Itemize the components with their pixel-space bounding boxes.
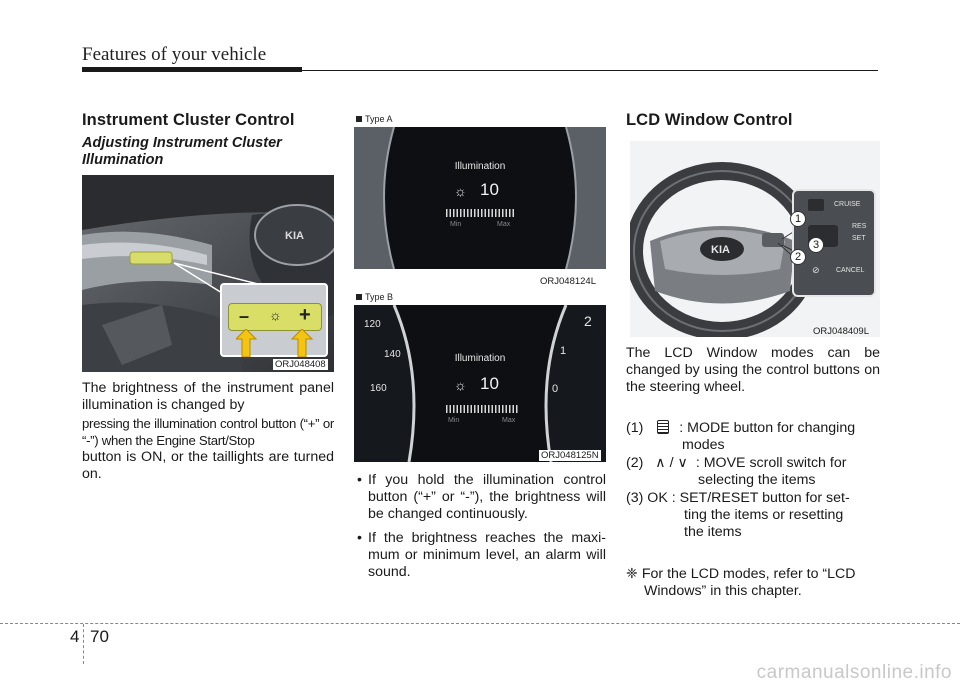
illumination-icon: ☼ [454,183,467,199]
item-description-cont: modes [682,437,725,454]
callout-1: 1 [790,211,806,227]
note-icon: ❈ [626,566,638,582]
note-text: For the LCD modes, refer to “LCD [641,566,856,582]
item-description-cont: ting the items or resetting [684,507,844,524]
plus-button-label: + [299,304,311,326]
note: ❈ For the LCD modes, refer to “LCD Windo… [626,566,880,600]
section-title: Features of your vehicle [82,44,267,65]
definition-item-1: (1) : MODE button for changing modes [626,420,880,454]
cluster-type-a-frame [354,127,606,269]
kia-logo-left: KIA [285,230,304,242]
mode-button-icon [657,420,670,434]
item-description: : SET/RESET button for set- [671,490,850,506]
arrow-up-icon [290,329,314,357]
minus-button-label: – [239,306,250,326]
illumination-level-bar [446,405,518,413]
watermark: carmanualsonline.info [756,662,952,683]
cluster-type-a-figure: Illumination ☼ 10 Min Max [354,127,606,269]
bullet-item: If you hold the illumination control but… [354,472,606,524]
push-arrows [236,329,314,357]
display-min-label: Min [448,417,460,424]
cruise-label: CRUISE [834,201,861,208]
display-value: 10 [480,180,499,199]
gauge-tick: 120 [364,319,381,330]
zoom-inset: – ☼ + [220,283,328,357]
illumination-icon: ☼ [454,377,467,393]
mode-button[interactable] [808,199,824,211]
bullet-list: If you hold the illumination control but… [354,472,606,587]
display-title: Illumination [454,161,506,172]
item-description: : MODE button for changing [679,420,856,436]
control-buttons-inset: CRUISE RES SET ⊘ CANCEL [792,189,876,297]
footer-rule [0,623,960,624]
scroll-switch-symbol: ∧ / ∨ [655,455,688,471]
header-rule [302,70,878,71]
instrument-cluster-heading: Instrument Cluster Control [82,111,295,129]
cluster-type-b-figure: 120 140 160 2 1 0 Illumination ☼ 10 Min … [354,305,606,462]
illumination-icon: ☼ [269,307,282,323]
lcd-intro-paragraph: The LCD Window modes can be changed by u… [626,345,880,396]
item-number: (2) [626,455,644,471]
dashboard-figure: KIA – ☼ + [82,175,334,372]
figure-code: ORJ048125N [539,450,601,461]
arrow-up-icon [236,329,258,357]
item-number: (3) OK [626,490,668,506]
figure-code: ORJ048409L [813,326,869,337]
paragraph: pressing the illumination control button… [82,416,334,449]
page-number: 70 [90,627,109,646]
bullet-item: If the brightness reaches the maxi-mum o… [354,530,606,582]
display-min-label: Min [450,221,462,228]
type-b-tag: Type B [356,292,393,302]
type-a-label: Type A [365,114,393,124]
figure-code: ORJ048124L [540,276,596,287]
chapter-number: 4 [70,627,80,646]
callout-2: 2 [790,249,806,265]
res-label: RES [852,223,867,230]
illumination-level-bar [446,209,516,217]
item-description-cont: the items [684,524,742,541]
cancel-icon: ⊘ [812,265,820,275]
display-max-label: Max [502,417,516,424]
illumination-subheading: Adjusting Instrument Cluster Illuminatio… [82,135,282,168]
gauge-tick: 0 [552,383,559,395]
item-description: : MOVE scroll switch for [695,455,847,471]
gauge-tick: 140 [384,349,401,360]
display-max-label: Max [497,221,511,228]
paragraph: button is ON, or the taillights are turn… [82,449,334,483]
gauge-tick: 1 [560,345,567,357]
item-number: (1) [626,420,644,436]
steering-wheel-figure: KIA CRUISE RES SET ⊘ CANCEL 1 2 3 [630,141,880,337]
display-value: 10 [480,374,499,393]
note-text-cont: Windows” in this chapter. [644,583,802,600]
gauge-tick: 160 [370,383,387,394]
definition-item-3: (3) OK : SET/RESET button for set- ting … [626,490,880,542]
illumination-control-switch[interactable]: – ☼ + [228,303,322,331]
display-title: Illumination [454,353,506,364]
callout-3: 3 [808,237,824,253]
kia-logo-wheel: KIA [711,244,730,256]
cluster-type-b-gauges [354,305,606,462]
definition-item-2: (2) ∧ / ∨ : MOVE scroll switch for selec… [626,455,880,489]
gauge-tick: 2 [584,313,592,329]
type-b-label: Type B [365,292,394,302]
lcd-window-heading: LCD Window Control [626,111,793,129]
steering-wheel-illustration: KIA [630,162,819,337]
set-label: SET [852,235,866,242]
cancel-label: CANCEL [836,267,865,274]
type-a-tag: Type A [356,114,393,124]
item-description-cont: selecting the items [698,472,816,489]
paragraph: The brightness of the instrument panel i… [82,380,334,414]
header-bar [82,67,302,72]
figure-code: ORJ048408 [273,359,328,370]
footer-divider [83,624,84,664]
